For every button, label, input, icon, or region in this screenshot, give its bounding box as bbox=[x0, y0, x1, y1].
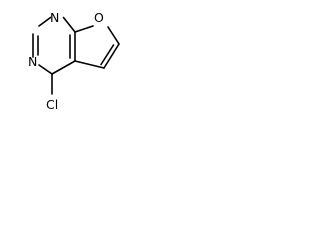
bond-n3-c4 bbox=[38, 64, 53, 75]
bond-o7-c6 bbox=[107, 26, 120, 45]
bond-c7a-o7 bbox=[74, 25, 94, 33]
bond-c4-c4a bbox=[51, 60, 76, 75]
bond-n1-c2 bbox=[38, 16, 52, 27]
atom-n3-label: N bbox=[28, 54, 37, 69]
atom-cl-label: Cl bbox=[46, 97, 58, 112]
atom-n1-label: N bbox=[50, 10, 59, 25]
bond-c6-c5 bbox=[103, 43, 120, 69]
bond-c6-c5-inner bbox=[100, 44, 115, 66]
bonds bbox=[32, 16, 120, 95]
bond-c5-c4a bbox=[74, 60, 105, 69]
atom-labels: N N O Cl bbox=[28, 10, 104, 112]
atom-o7-label: O bbox=[94, 10, 104, 25]
bond-c7a-n1 bbox=[62, 16, 76, 33]
chemical-structure-diagram: N N O Cl bbox=[28, 10, 120, 112]
